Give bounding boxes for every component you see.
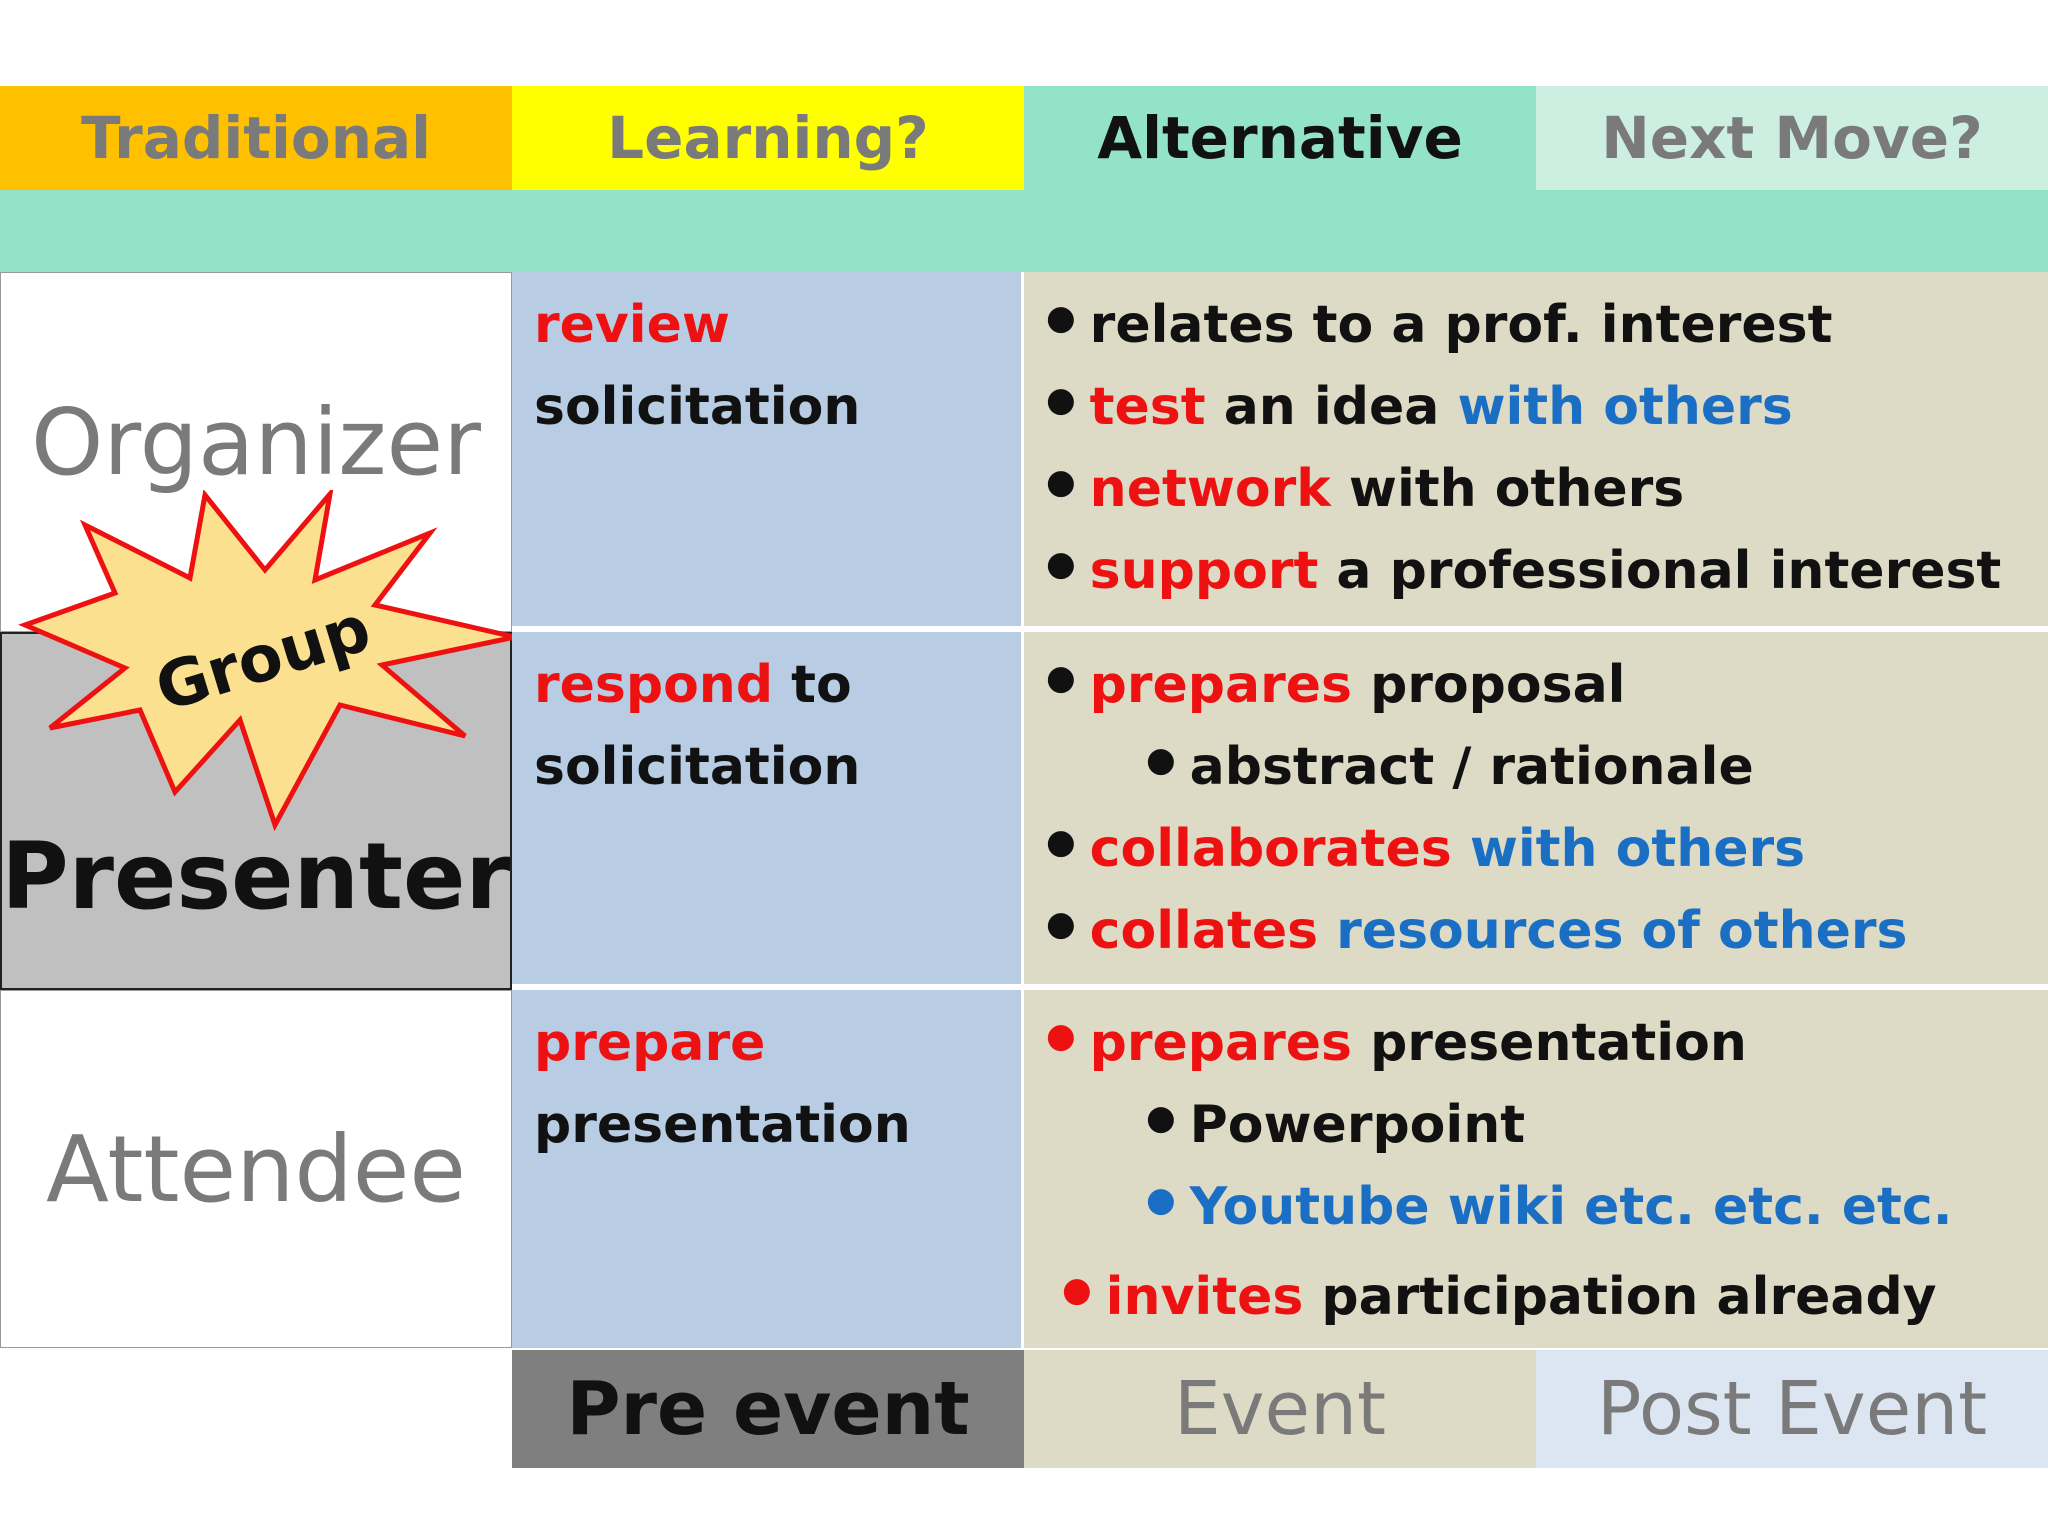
list-item: ●test an idea with others [1046, 377, 1793, 437]
list-item: ●collaborates with others [1046, 819, 1806, 879]
list-item: ●prepares presentation [1046, 1013, 1747, 1073]
phase-post-event: Post Event [1536, 1350, 2048, 1468]
header-band [0, 190, 2048, 272]
pre-event-row-3-rest: presentation [534, 1095, 911, 1155]
tab-learning: Learning? [512, 86, 1024, 190]
alternative-row-2: ●prepares proposal ●abstract / rationale… [1024, 632, 2048, 988]
role-attendee-label: Attendee [46, 1115, 466, 1223]
list-item: ●invites participation already [1062, 1267, 1937, 1327]
pre-event-row-2-verb: respond [534, 655, 774, 715]
pre-event-row-1: review solicitation [512, 272, 1024, 630]
role-attendee: Attendee [0, 990, 512, 1348]
list-item: ●relates to a prof. interest [1046, 295, 1833, 355]
pre-event-row-2-rest2: solicitation [534, 737, 861, 797]
list-item: ●support a professional interest [1046, 541, 2002, 601]
phase-event: Event [1024, 1350, 1536, 1468]
pre-event-row-1-rest: solicitation [534, 377, 861, 437]
pre-event-row-3: prepare presentation [512, 990, 1024, 1348]
list-item-sub: ●Youtube wiki etc. etc. etc. [1146, 1177, 1953, 1237]
tab-alternative: Alternative [1024, 86, 1536, 190]
pre-event-row-1-verb: review [534, 295, 730, 355]
list-item-sub: ●abstract / rationale [1146, 737, 1754, 797]
starburst-shape [18, 490, 516, 832]
list-item: ●collates resources of others [1046, 901, 1908, 961]
alternative-row-3: ●prepares presentation ●Powerpoint ●Yout… [1024, 990, 2048, 1348]
list-item-sub: ●Powerpoint [1146, 1095, 1526, 1155]
tab-traditional: Traditional [0, 86, 512, 190]
pre-event-row-2: respond to solicitation [512, 632, 1024, 988]
alternative-row-1: ●relates to a prof. interest ●test an id… [1024, 272, 2048, 630]
list-item: ●network with others [1046, 459, 1685, 519]
role-presenter-label: Presenter [1, 822, 511, 930]
group-starburst: Group [18, 490, 516, 832]
list-item: ●prepares proposal [1046, 655, 1626, 715]
phase-pre-event: Pre event [512, 1350, 1024, 1468]
role-organizer-label: Organizer [31, 388, 481, 496]
tab-next-move: Next Move? [1536, 86, 2048, 190]
pre-event-row-2-rest1: to [773, 655, 852, 715]
pre-event-row-3-verb: prepare [534, 1013, 766, 1073]
